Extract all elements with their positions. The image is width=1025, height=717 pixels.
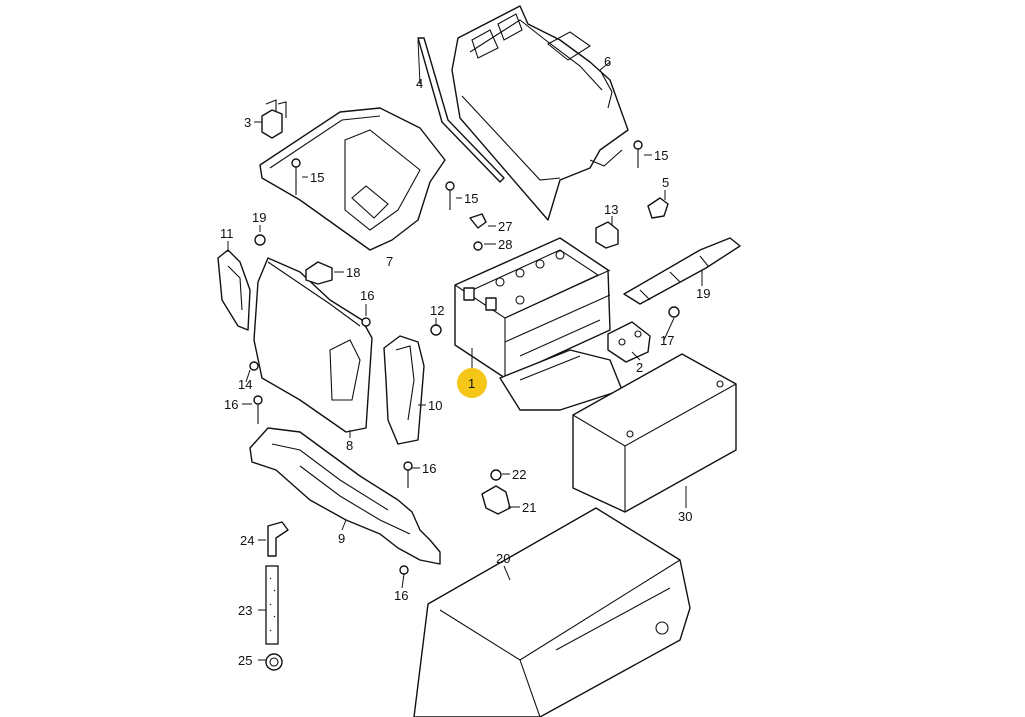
callout-6: 6 xyxy=(604,54,611,69)
callout-27: 27 xyxy=(498,219,512,234)
callout-30: 30 xyxy=(678,509,692,524)
part-1-battery xyxy=(454,237,611,379)
part-8-side-panel xyxy=(253,257,373,433)
callout-13: 13 xyxy=(604,202,618,217)
callout-20: 20 xyxy=(496,551,510,566)
callout-14: 14 xyxy=(238,377,252,392)
callout-10: 10 xyxy=(428,398,442,413)
callout-9: 9 xyxy=(338,531,345,546)
callout-1: 1 xyxy=(468,376,475,391)
callout-16-mid: 16 xyxy=(422,461,436,476)
leader-lines xyxy=(227,39,703,661)
part-9-lower-duct xyxy=(249,427,441,565)
callout-23: 23 xyxy=(238,603,252,618)
callout-19-right: 19 xyxy=(696,286,710,301)
highlight-part-1 xyxy=(457,368,487,398)
callout-15-mid: 15 xyxy=(464,191,478,206)
part-11-bracket xyxy=(217,249,251,331)
callout-17: 17 xyxy=(660,333,674,348)
part-21-holddown xyxy=(481,485,511,515)
part-3-clip xyxy=(261,99,287,139)
callout-25: 25 xyxy=(238,653,252,668)
callout-8: 8 xyxy=(346,438,353,453)
part-23-hose xyxy=(265,565,279,645)
callout-21: 21 xyxy=(522,500,536,515)
part-18-clip xyxy=(305,261,333,285)
callout-4: 4 xyxy=(416,76,423,91)
callout-15-left: 15 xyxy=(310,170,324,185)
callout-18: 18 xyxy=(346,265,360,280)
part-25-cap xyxy=(265,653,283,671)
callout-2: 2 xyxy=(636,360,643,375)
callout-11: 11 xyxy=(220,226,234,241)
part-6-upper-tray xyxy=(451,5,629,221)
callout-28: 28 xyxy=(498,237,512,252)
fasteners xyxy=(249,140,680,575)
part-24-elbow xyxy=(267,521,289,557)
part-7-cover xyxy=(259,107,446,251)
callout-labels: 3 4 6 15 15 15 5 13 27 28 19 11 7 18 19 … xyxy=(220,54,710,668)
callout-19-upper: 19 xyxy=(252,210,266,225)
callout-15-right: 15 xyxy=(654,148,668,163)
part-19-bar xyxy=(623,237,741,305)
callout-12: 12 xyxy=(430,303,444,318)
callout-3: 3 xyxy=(244,115,251,130)
part-2-bracket xyxy=(607,321,651,363)
part-22-nut xyxy=(490,469,502,481)
part-13-clip xyxy=(595,221,619,249)
part-10-bracket xyxy=(383,335,425,445)
callout-5: 5 xyxy=(662,175,669,190)
part-30-battery-cover xyxy=(572,353,737,513)
callout-16-upper: 16 xyxy=(360,288,374,303)
callout-7: 7 xyxy=(386,254,393,269)
vehicle-front-body xyxy=(413,507,691,717)
callout-22: 22 xyxy=(512,467,526,482)
callout-24: 24 xyxy=(240,533,254,548)
callout-16-left: 16 xyxy=(224,397,238,412)
callout-16-lower: 16 xyxy=(394,588,408,603)
part-4-strip xyxy=(417,37,505,183)
part-5-cap xyxy=(647,197,669,219)
